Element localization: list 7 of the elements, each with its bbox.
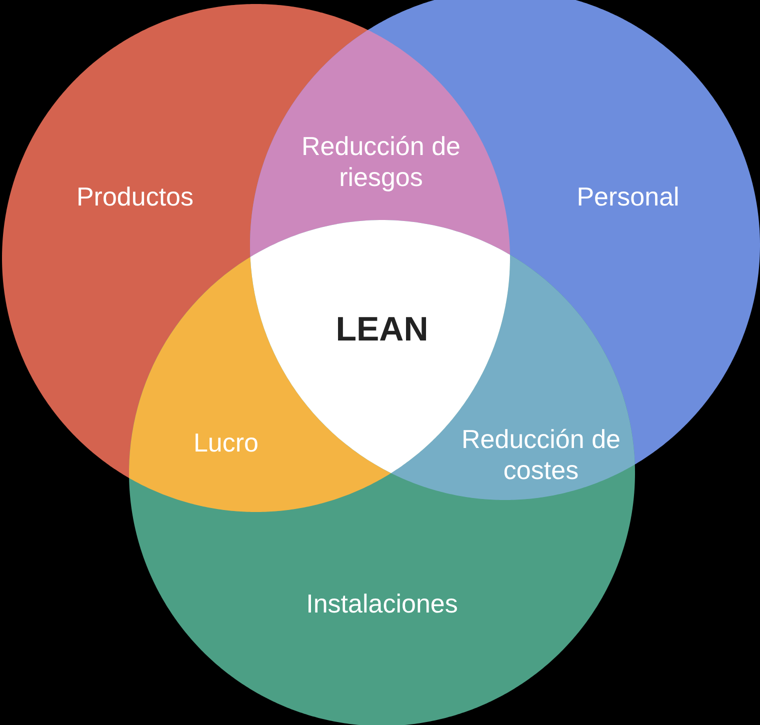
region-label: Instalaciones (305, 588, 459, 620)
region-label: LEAN (334, 310, 430, 350)
region-label: Lucro (192, 427, 260, 459)
region-label: Productos (75, 181, 195, 213)
region-label: Personal (576, 181, 680, 213)
region-label: Reducción de riesgos (300, 130, 462, 194)
region-label: Reducción de costes (460, 424, 622, 486)
